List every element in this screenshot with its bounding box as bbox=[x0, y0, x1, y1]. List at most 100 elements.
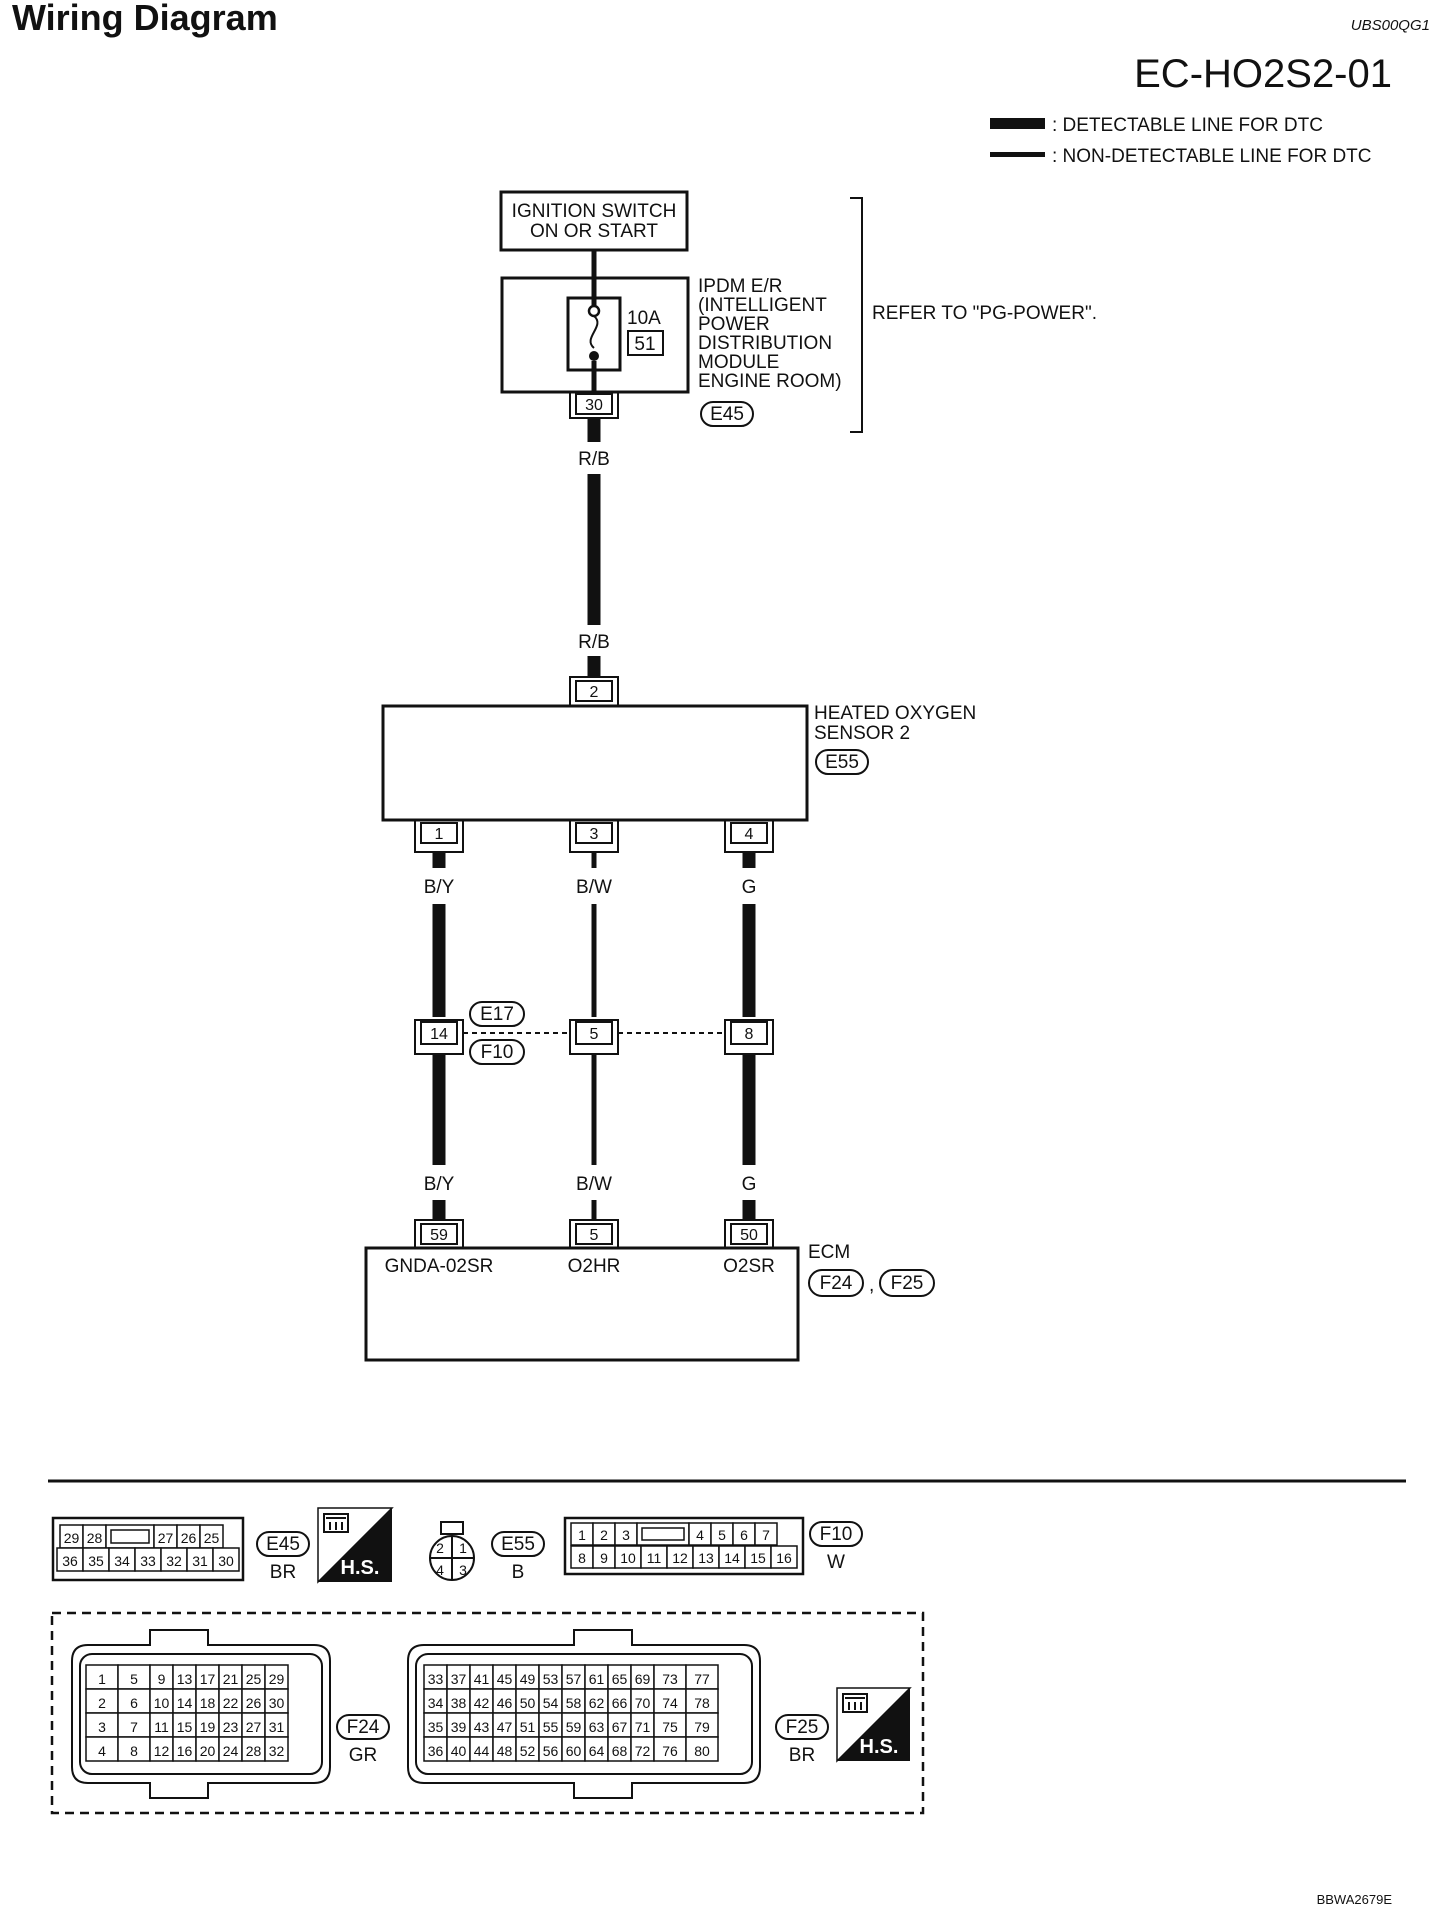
f24-pin: 18 bbox=[200, 1695, 216, 1711]
f24-pin: 4 bbox=[98, 1743, 106, 1759]
f25-pin: 80 bbox=[694, 1743, 710, 1759]
e45-key-slot bbox=[110, 1529, 150, 1544]
f10-pin: 1 bbox=[578, 1527, 586, 1543]
f25-pin: 39 bbox=[451, 1719, 467, 1735]
sensor-pin-top-label: 2 bbox=[590, 684, 599, 701]
f25-pin: 73 bbox=[662, 1671, 678, 1687]
joint-connector: 14 5 8 E17 F10 bbox=[414, 1001, 774, 1065]
f25-pin: 51 bbox=[520, 1719, 536, 1735]
f25-pin: 49 bbox=[520, 1671, 536, 1687]
f24-pin: 20 bbox=[200, 1743, 216, 1759]
f25-pin: 37 bbox=[451, 1671, 467, 1687]
ipdm-connector-label: E45 bbox=[710, 404, 744, 425]
f25-pin: 36 bbox=[428, 1743, 444, 1759]
f24-pin: 32 bbox=[269, 1743, 285, 1759]
hs-icon-1: H.S. bbox=[317, 1507, 394, 1584]
f25-pin: 47 bbox=[497, 1719, 513, 1735]
f24-pin: 19 bbox=[200, 1719, 216, 1735]
f24-pin: 13 bbox=[177, 1671, 193, 1687]
f25-pin: 74 bbox=[662, 1695, 678, 1711]
ignition-switch-label-1: IGNITION SWITCH bbox=[512, 201, 677, 222]
f25-pin: 55 bbox=[543, 1719, 559, 1735]
connector-f10-label: F10 bbox=[820, 1524, 853, 1545]
f25-pin: 72 bbox=[635, 1743, 651, 1759]
f25-pin: 46 bbox=[497, 1695, 513, 1711]
footer-code: BBWA2679E bbox=[1317, 1892, 1393, 1907]
f24-pin: 3 bbox=[98, 1719, 106, 1735]
f24-pin: 6 bbox=[130, 1695, 138, 1711]
ipdm-label-2: (INTELLIGENT bbox=[698, 295, 827, 316]
ecm-terminal-3: O2SR bbox=[723, 1256, 775, 1277]
e45-pin: 29 bbox=[64, 1530, 80, 1546]
f24-pin: 9 bbox=[158, 1671, 166, 1687]
f24-pin: 14 bbox=[177, 1695, 193, 1711]
f24-pin: 8 bbox=[130, 1743, 138, 1759]
f10-pin: 13 bbox=[698, 1550, 714, 1566]
f25-pin: 44 bbox=[474, 1743, 490, 1759]
e45-pin: 26 bbox=[181, 1530, 197, 1546]
ipdm-label-4: DISTRIBUTION bbox=[698, 333, 832, 354]
f24-pin: 12 bbox=[154, 1743, 170, 1759]
f25-pin: 61 bbox=[589, 1671, 605, 1687]
e55-pin-2: 2 bbox=[436, 1540, 444, 1556]
f10-pin: 9 bbox=[600, 1550, 608, 1566]
e45-pin: 33 bbox=[140, 1553, 156, 1569]
f10-pin: 4 bbox=[696, 1527, 704, 1543]
f25-pin: 53 bbox=[543, 1671, 559, 1687]
f10-key-slot bbox=[641, 1527, 685, 1541]
f25-pin: 40 bbox=[451, 1743, 467, 1759]
ecm-pin-50: 50 bbox=[724, 1219, 774, 1248]
f25-pin: 60 bbox=[566, 1743, 582, 1759]
f25-pin: 79 bbox=[694, 1719, 710, 1735]
connector-e45-id: E45 BR bbox=[256, 1531, 310, 1583]
connector-e45-color: BR bbox=[270, 1562, 296, 1583]
legend-non-detectable-swatch bbox=[990, 152, 1045, 157]
e45-pin: 34 bbox=[114, 1553, 130, 1569]
e55-pin-1: 1 bbox=[459, 1540, 467, 1556]
sensor-pin-1: 1 bbox=[414, 820, 464, 853]
e45-pin: 31 bbox=[192, 1553, 208, 1569]
f25-pin: 75 bbox=[662, 1719, 678, 1735]
f25-pin: 59 bbox=[566, 1719, 582, 1735]
f24-pin: 17 bbox=[200, 1671, 216, 1687]
e45-pin: 27 bbox=[158, 1530, 174, 1546]
f25-pin: 41 bbox=[474, 1671, 490, 1687]
f24-pin: 7 bbox=[130, 1719, 138, 1735]
f10-pin: 14 bbox=[724, 1550, 740, 1566]
wire-by-label-top: B/Y bbox=[424, 877, 455, 898]
f25-pin: 62 bbox=[589, 1695, 605, 1711]
e45-pin: 30 bbox=[218, 1553, 234, 1569]
f25-pin: 78 bbox=[694, 1695, 710, 1711]
connector-e55-color: B bbox=[512, 1562, 525, 1583]
legend: : DETECTABLE LINE FOR DTC : NON-DETECTAB… bbox=[990, 115, 1372, 167]
connector-housing-f24 bbox=[71, 1629, 331, 1799]
connector-f10-id: F10 W bbox=[809, 1521, 863, 1573]
heated-oxygen-sensor-2 bbox=[381, 704, 809, 822]
ecm-pin-3: 50 bbox=[740, 1227, 758, 1244]
ipdm-pin-30: 30 bbox=[569, 392, 619, 419]
connector-f25-color: BR bbox=[789, 1745, 815, 1766]
connector-f24-id: F24 GR bbox=[336, 1714, 390, 1766]
f25-pin: 50 bbox=[520, 1695, 536, 1711]
f24-pin: 28 bbox=[246, 1743, 262, 1759]
wire-g-label-bottom: G bbox=[742, 1174, 757, 1195]
connector-e45-label: E45 bbox=[266, 1534, 300, 1555]
sensor-name-1: HEATED OXYGEN bbox=[814, 703, 976, 724]
ecm-connector-label-1: F24 bbox=[820, 1273, 853, 1294]
legend-detectable-label: : DETECTABLE LINE FOR DTC bbox=[1052, 115, 1323, 136]
f25-pin: 56 bbox=[543, 1743, 559, 1759]
f25-pin: 52 bbox=[520, 1743, 536, 1759]
f25-pin: 77 bbox=[694, 1671, 710, 1687]
wire-rb-label-top: R/B bbox=[578, 449, 610, 470]
sensor-pin-3: 3 bbox=[569, 820, 619, 853]
f10-pin: 12 bbox=[672, 1550, 688, 1566]
f24-pin: 22 bbox=[223, 1695, 239, 1711]
e45-pin: 32 bbox=[166, 1553, 182, 1569]
hs-icon-2: H.S. bbox=[836, 1687, 912, 1763]
hs-label-2: H.S. bbox=[860, 1736, 899, 1758]
f25-pin: 63 bbox=[589, 1719, 605, 1735]
f10-pin: 6 bbox=[740, 1527, 748, 1543]
f24-pin: 16 bbox=[177, 1743, 193, 1759]
f24-pin: 29 bbox=[269, 1671, 285, 1687]
